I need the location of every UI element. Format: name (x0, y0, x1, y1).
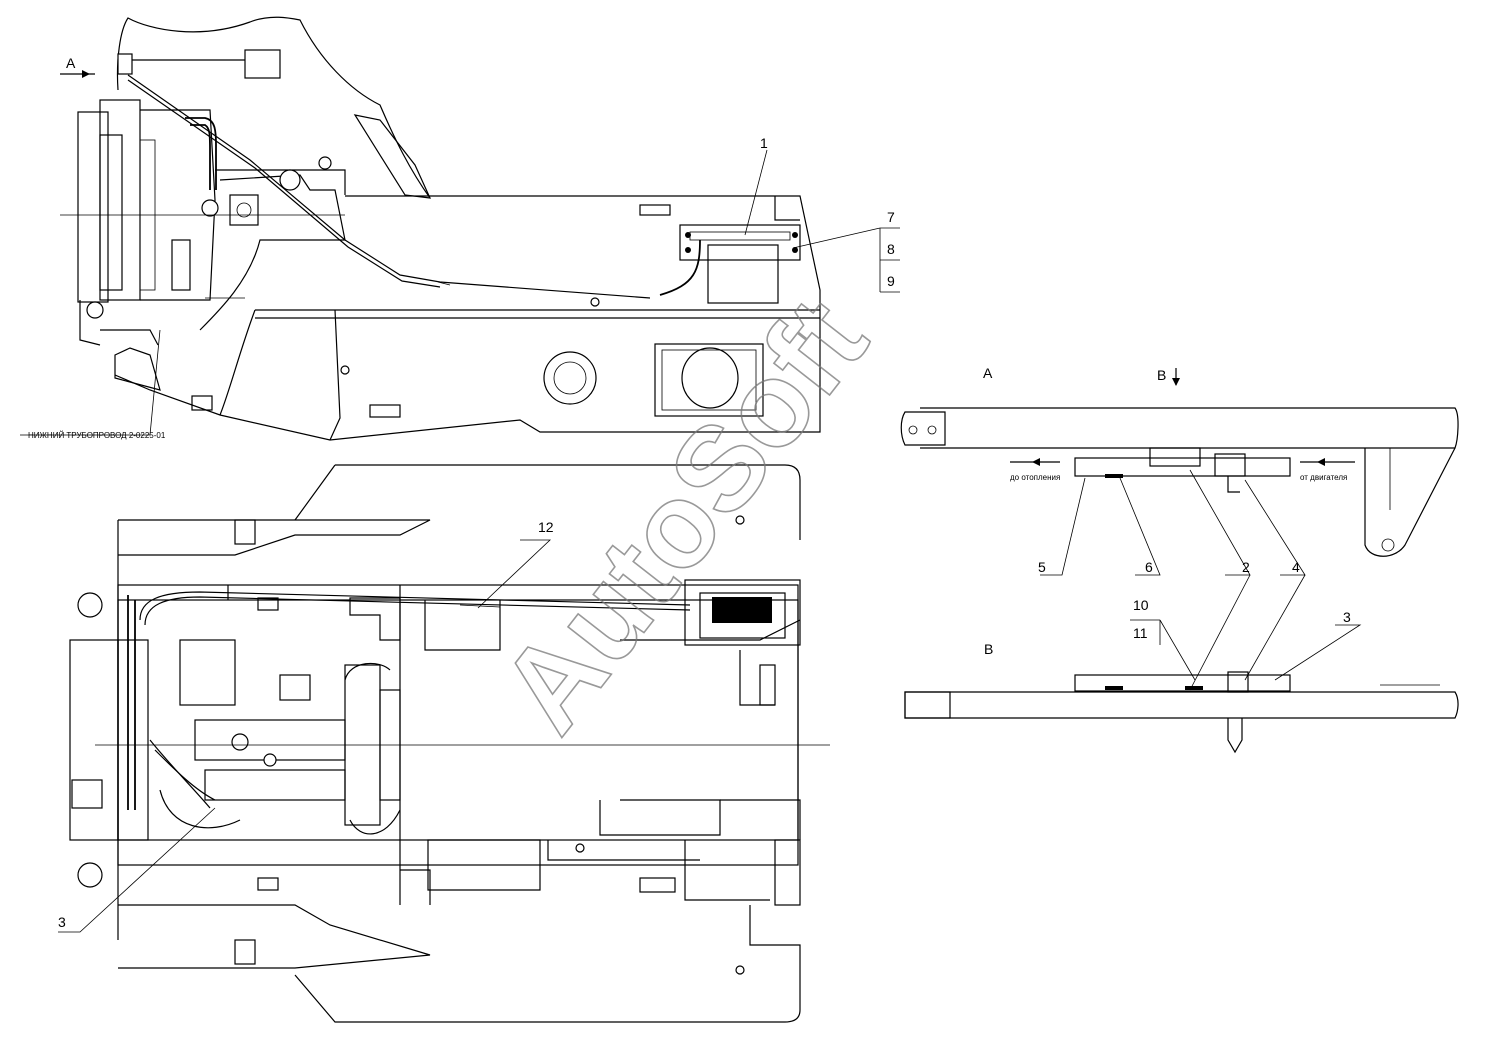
view-b-detail (904, 671, 1459, 754)
callout-10: 10 (1133, 597, 1149, 613)
flow-arrows: до отопления от двигателя (1010, 458, 1355, 482)
callout-1: 1 (760, 135, 768, 151)
view-a-leaders (1040, 469, 1306, 691)
callout-4: 4 (1292, 559, 1300, 575)
callout-2: 2 (1242, 559, 1250, 575)
callout-6: 6 (1145, 559, 1153, 575)
callout-11: 11 (1133, 625, 1148, 641)
callout-5: 5 (1038, 559, 1046, 575)
callout-7: 7 (887, 209, 895, 225)
leader-1 (744, 149, 768, 236)
callout-stack-10-11 (1130, 619, 1196, 681)
callout-12: 12 (538, 519, 554, 535)
leader-3b (1274, 624, 1362, 681)
from-engine-text: от двигателя (1300, 473, 1347, 482)
view-b-label: B (984, 641, 993, 657)
side-view (20, 16, 821, 441)
view-a-detail (900, 407, 1459, 557)
view-b-letter: B (1157, 367, 1166, 383)
plan-view (69, 464, 830, 1023)
watermark: AutoSoft (475, 274, 892, 756)
view-a-label: A (983, 365, 993, 381)
callout-3a: 3 (58, 914, 66, 930)
view-b-marker: B (1157, 367, 1180, 386)
view-a-marker: A (60, 55, 95, 78)
leader-12 (477, 539, 552, 609)
leader-3a (58, 807, 216, 933)
pipe-note: НИЖНИЙ ТРУБОПРОВОД 2-0225-01 (28, 431, 166, 440)
to-heater-text: до отопления (1010, 473, 1060, 482)
callout-3b: 3 (1343, 609, 1351, 625)
callout-stack-7-8-9: 7 8 9 (792, 209, 900, 293)
callout-8: 8 (887, 241, 895, 257)
callout-9: 9 (887, 273, 895, 289)
view-a-letter: A (66, 55, 76, 71)
